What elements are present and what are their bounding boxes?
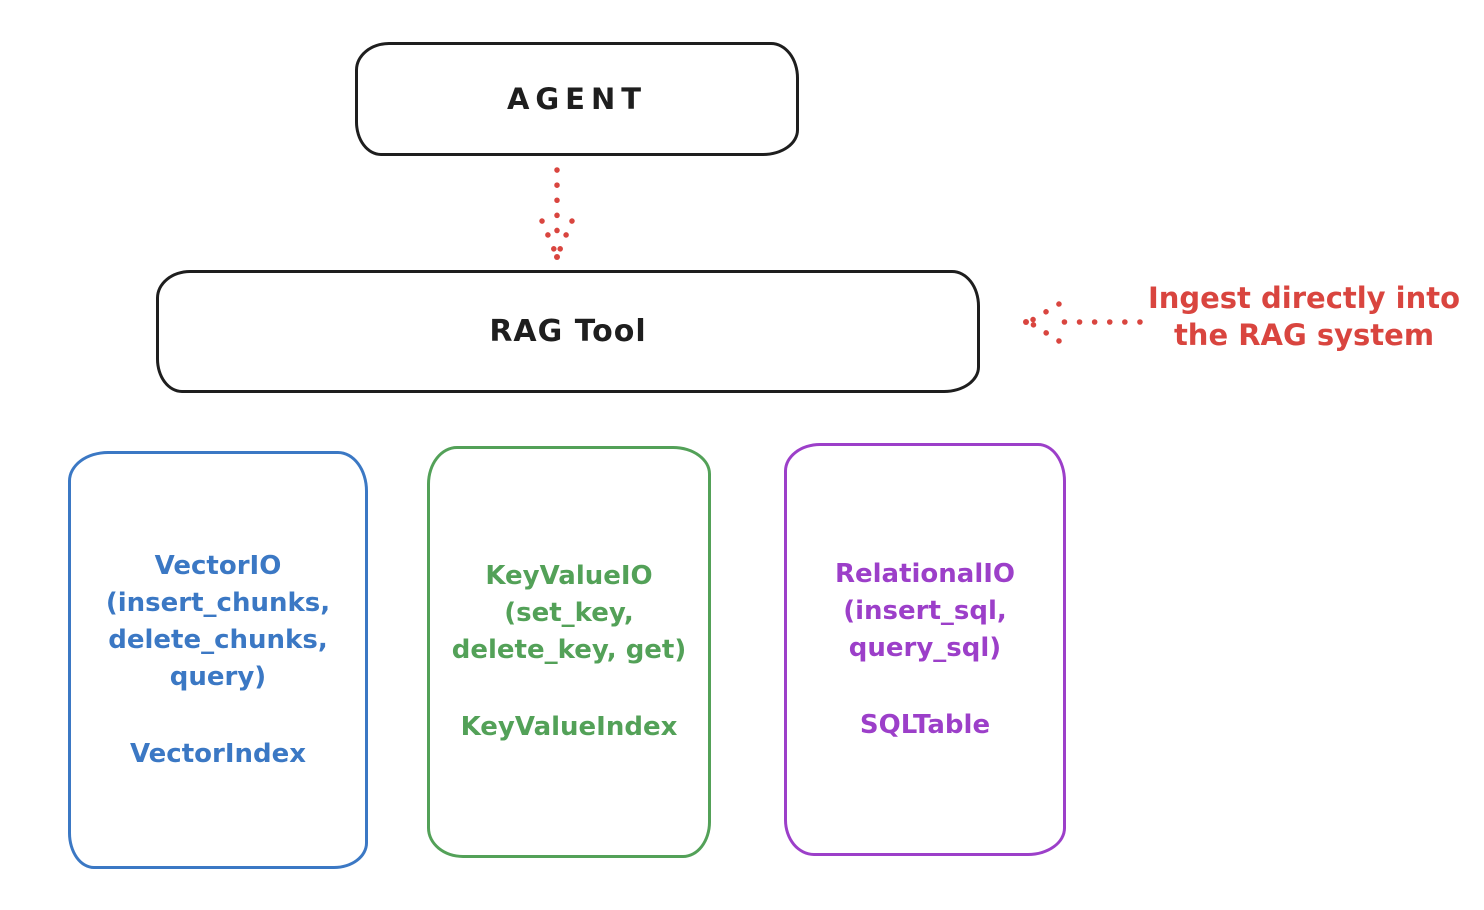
- vector-io-line: VectorIO: [154, 550, 282, 581]
- vector-index-label: VectorIndex: [129, 738, 307, 769]
- agent-box: AGENT: [355, 42, 799, 156]
- ingest-annotation-line1: Ingest directly into: [1147, 281, 1461, 315]
- keyvalue-io-signature: KeyValueIO (set_key, delete_key, get) Ke…: [452, 558, 687, 746]
- keyvalue-io-line: KeyValueIO: [485, 561, 653, 591]
- ingest-annotation-line2: the RAG system: [1173, 318, 1435, 352]
- keyvalue-io-line: delete_key, get): [451, 635, 687, 665]
- relational-io-box: RelationalIO (insert_sql, query_sql) SQL…: [784, 443, 1066, 856]
- agent-to-rag-arrow: [539, 167, 575, 260]
- ingest-arrow-tip: [1023, 319, 1029, 325]
- ingest-arrowhead-top: [1026, 301, 1062, 325]
- vector-io-line: query): [169, 661, 267, 692]
- relational-io-line: query_sql): [848, 632, 1002, 663]
- agent-to-rag-arrowhead-right: [555, 218, 575, 257]
- agent-box-label: AGENT: [506, 82, 648, 116]
- vector-io-signature: VectorIO (insert_chunks, delete_chunks, …: [106, 548, 330, 773]
- agent-to-rag-arrow-tip: [554, 254, 560, 260]
- vector-io-line: delete_chunks,: [108, 624, 328, 655]
- relational-io-signature: RelationalIO (insert_sql, query_sql) SQL…: [835, 556, 1015, 744]
- relational-io-line: RelationalIO: [834, 558, 1016, 589]
- ingest-annotation: Ingest directly into the RAG system: [1132, 280, 1476, 354]
- sql-table-label: SQLTable: [859, 709, 991, 740]
- relational-io-line: (insert_sql,: [843, 595, 1007, 626]
- ingest-annotation-arrow: [1023, 301, 1143, 344]
- rag-tool-box: RAG Tool: [156, 270, 980, 393]
- keyvalue-io-box: KeyValueIO (set_key, delete_key, get) Ke…: [427, 446, 711, 858]
- agent-to-rag-arrowhead-left: [539, 218, 559, 257]
- keyvalue-io-line: (set_key,: [504, 598, 634, 628]
- vector-io-box: VectorIO (insert_chunks, delete_chunks, …: [68, 451, 368, 869]
- rag-tool-box-label: RAG Tool: [489, 314, 647, 349]
- keyvalue-index-label: KeyValueIndex: [460, 712, 678, 742]
- ingest-arrowhead-bottom: [1026, 319, 1062, 344]
- vector-io-line: (insert_chunks,: [105, 587, 331, 618]
